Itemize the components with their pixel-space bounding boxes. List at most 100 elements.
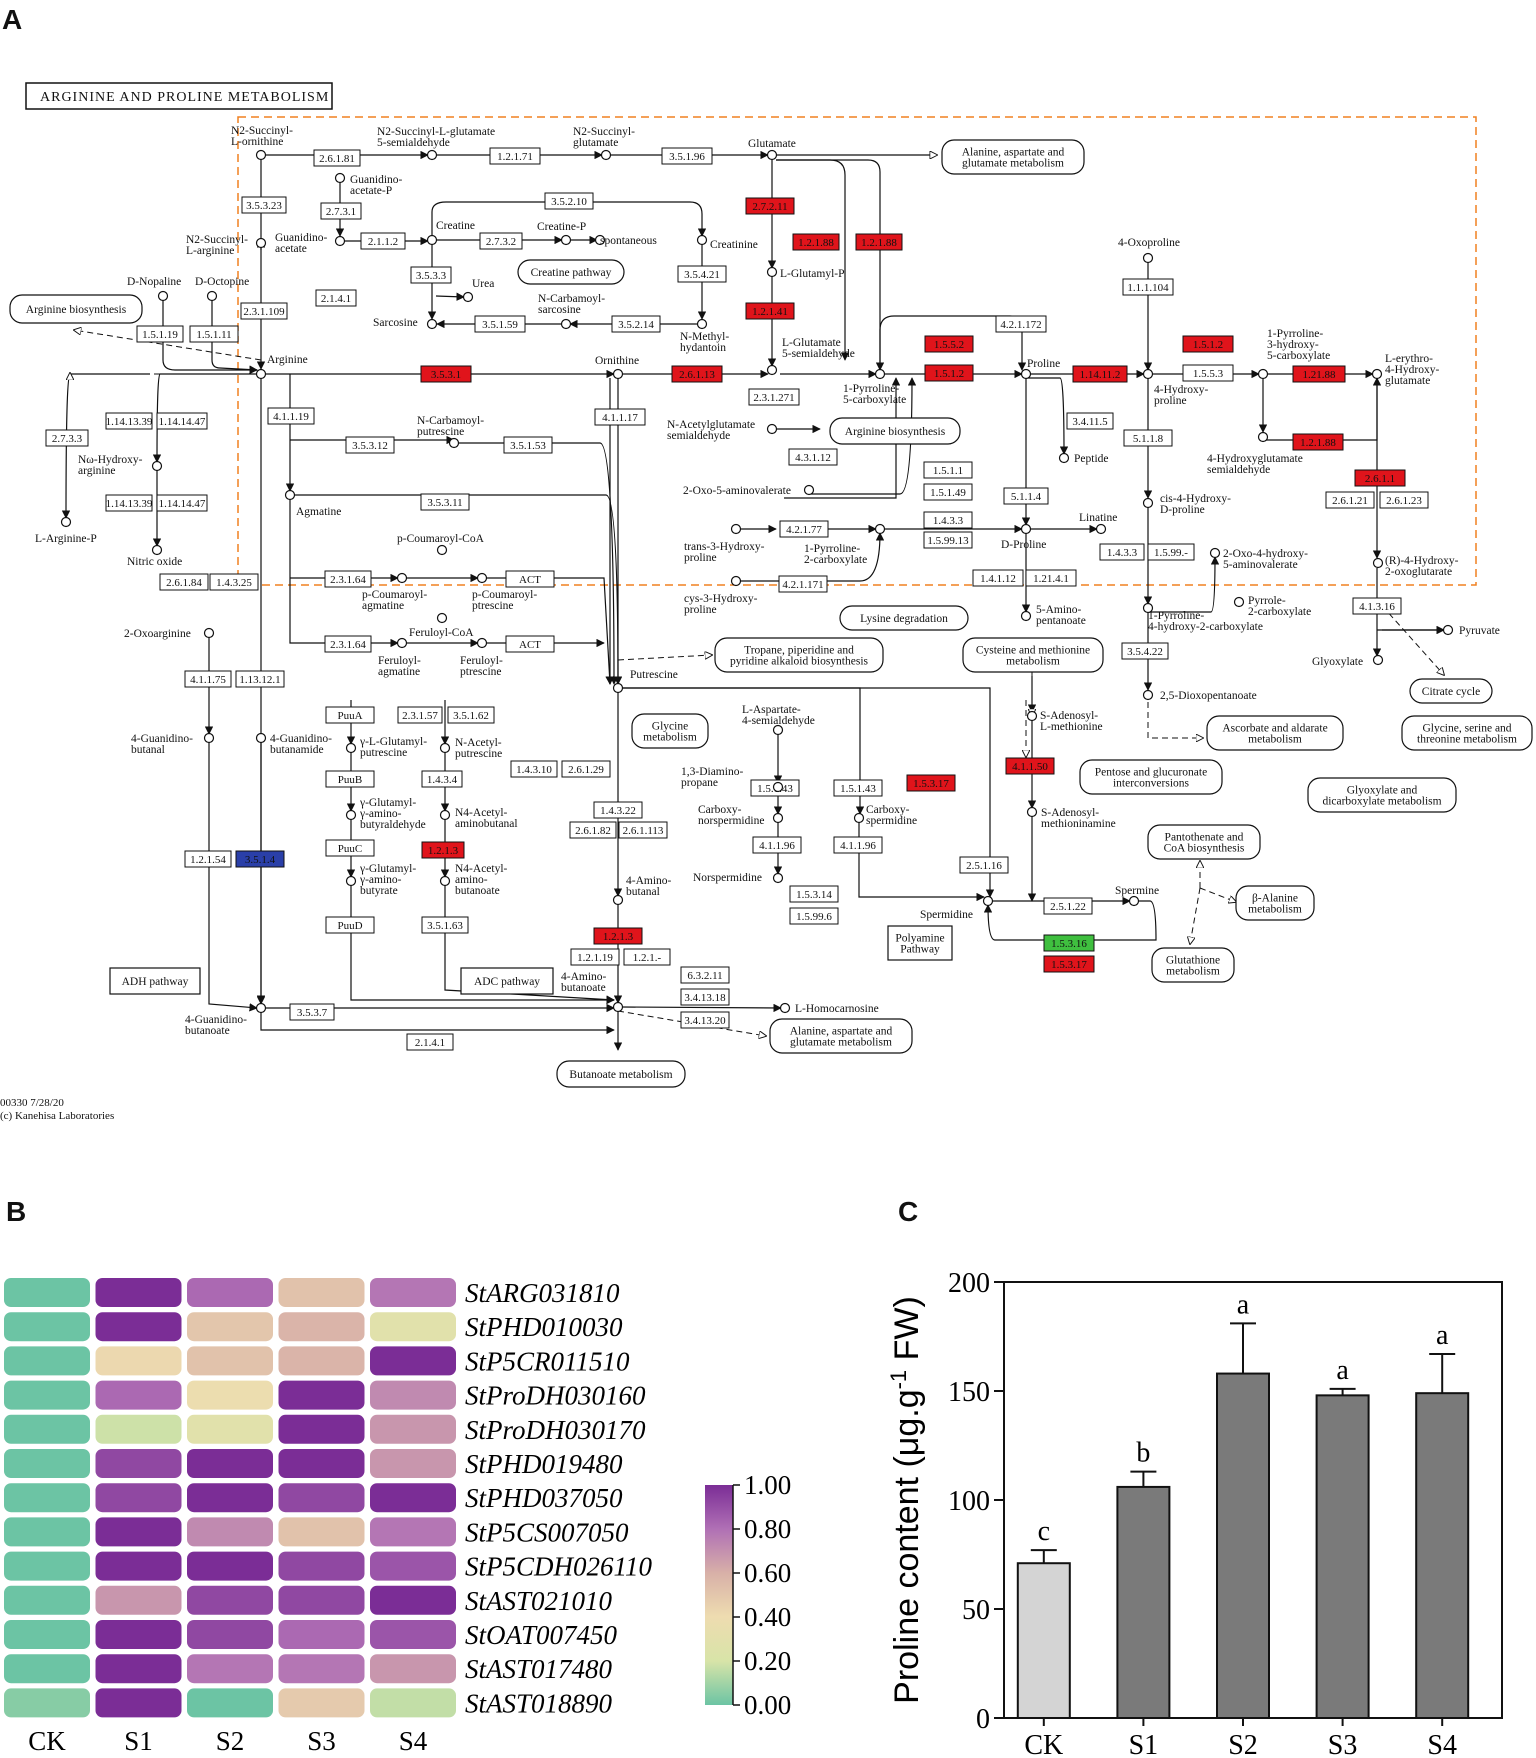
compound-node[interactable]	[255, 368, 267, 380]
enzyme-box[interactable]	[325, 770, 375, 788]
enzyme-box[interactable]	[855, 233, 903, 251]
enzyme-box[interactable]	[1147, 543, 1195, 561]
enzyme-box[interactable]	[789, 885, 839, 903]
enzyme-box[interactable]	[479, 232, 523, 250]
enzyme-box[interactable]	[421, 841, 465, 859]
enzyme-box[interactable]	[1066, 412, 1114, 430]
enzyme-box[interactable]	[136, 325, 184, 343]
compound-node[interactable]	[1026, 710, 1038, 722]
enzyme-box[interactable]	[1121, 642, 1169, 660]
compound-node[interactable]	[1142, 689, 1154, 701]
compound-node[interactable]	[151, 544, 163, 556]
enzyme-box[interactable]	[289, 1003, 335, 1021]
map-link[interactable]	[714, 637, 884, 673]
enzyme-box[interactable]	[680, 966, 730, 984]
enzyme-box[interactable]	[325, 839, 375, 857]
enzyme-box[interactable]	[1099, 543, 1145, 561]
compound-node[interactable]	[696, 234, 708, 246]
enzyme-box[interactable]	[618, 821, 668, 839]
enzyme-box[interactable]	[593, 801, 643, 819]
enzyme-box[interactable]	[661, 147, 713, 165]
enzyme-box[interactable]	[345, 436, 395, 454]
compound-node[interactable]	[766, 364, 778, 376]
enzyme-box[interactable]	[924, 364, 974, 382]
compound-node[interactable]	[766, 423, 778, 435]
compound-node[interactable]	[696, 318, 708, 330]
enzyme-box[interactable]	[447, 706, 495, 724]
enzyme-box[interactable]	[267, 407, 315, 425]
compound-node[interactable]	[612, 894, 624, 906]
compound-node[interactable]	[766, 149, 778, 161]
pathway-box[interactable]	[460, 967, 554, 995]
enzyme-box[interactable]	[510, 760, 558, 778]
map-link[interactable]	[1409, 678, 1493, 704]
enzyme-box[interactable]	[923, 461, 973, 479]
compound-node[interactable]	[1209, 547, 1221, 559]
enzyme-box[interactable]	[745, 197, 795, 215]
enzyme-box[interactable]	[320, 202, 362, 220]
enzyme-box[interactable]	[1379, 491, 1429, 509]
enzyme-box[interactable]	[325, 916, 375, 934]
pathway-box[interactable]	[109, 967, 201, 995]
compound-node[interactable]	[779, 1002, 791, 1014]
enzyme-box[interactable]	[105, 412, 153, 430]
compound-node[interactable]	[1372, 557, 1384, 569]
map-link[interactable]	[517, 259, 625, 285]
enzyme-box[interactable]	[959, 856, 1009, 874]
enzyme-box[interactable]	[923, 531, 973, 549]
enzyme-box[interactable]	[569, 821, 617, 839]
compound-node[interactable]	[1142, 497, 1154, 509]
enzyme-box[interactable]	[156, 494, 208, 512]
enzyme-box[interactable]	[156, 412, 208, 430]
enzyme-box[interactable]	[623, 948, 671, 966]
enzyme-box[interactable]	[420, 365, 472, 383]
enzyme-box[interactable]	[923, 483, 973, 501]
compound-node[interactable]	[1142, 252, 1154, 264]
enzyme-box[interactable]	[421, 916, 469, 934]
compound-node[interactable]	[439, 875, 451, 887]
compound-node[interactable]	[426, 149, 438, 161]
enzyme-box[interactable]	[924, 335, 974, 353]
compound-node[interactable]	[426, 234, 438, 246]
map-link[interactable]	[941, 139, 1085, 175]
enzyme-box[interactable]	[474, 315, 526, 333]
enzyme-box[interactable]	[1072, 365, 1128, 383]
enzyme-box[interactable]	[792, 233, 840, 251]
enzyme-box[interactable]	[752, 836, 802, 854]
enzyme-box[interactable]	[789, 907, 839, 925]
enzyme-box[interactable]	[184, 670, 232, 688]
enzyme-box[interactable]	[570, 948, 620, 966]
enzyme-box[interactable]	[241, 196, 287, 214]
map-link[interactable]	[1206, 715, 1344, 751]
compound-node[interactable]	[560, 318, 572, 330]
enzyme-box[interactable]	[159, 573, 209, 591]
enzyme-box[interactable]	[397, 706, 443, 724]
compound-node[interactable]	[1020, 368, 1032, 380]
compound-node[interactable]	[1233, 596, 1245, 608]
enzyme-box[interactable]	[593, 927, 643, 945]
map-link[interactable]	[1147, 824, 1261, 860]
compound-node[interactable]	[853, 812, 865, 824]
compound-node[interactable]	[439, 742, 451, 754]
enzyme-box[interactable]	[489, 147, 541, 165]
compound-node[interactable]	[1142, 368, 1154, 380]
enzyme-box[interactable]	[833, 779, 883, 797]
map-link[interactable]	[829, 417, 961, 445]
compound-node[interactable]	[1026, 806, 1038, 818]
enzyme-box[interactable]	[544, 192, 594, 210]
enzyme-box[interactable]	[1025, 569, 1077, 587]
enzyme-box[interactable]	[1292, 365, 1346, 383]
enzyme-box[interactable]	[1292, 433, 1344, 451]
compound-node[interactable]	[203, 627, 215, 639]
compound-node[interactable]	[476, 572, 488, 584]
enzyme-box[interactable]	[406, 1033, 454, 1051]
compound-node[interactable]	[345, 875, 357, 887]
compound-node[interactable]	[462, 291, 474, 303]
enzyme-box[interactable]	[906, 774, 956, 792]
map-link[interactable]	[839, 605, 969, 631]
compound-node[interactable]	[874, 523, 886, 535]
compound-node[interactable]	[612, 682, 624, 694]
compound-node[interactable]	[476, 637, 488, 649]
map-link[interactable]	[1401, 715, 1533, 751]
compound-node[interactable]	[1257, 368, 1269, 380]
